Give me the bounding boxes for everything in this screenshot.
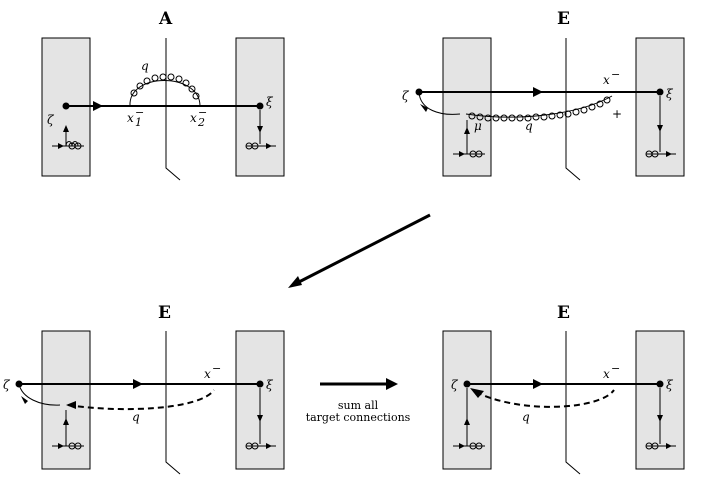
final-state-cut	[565, 38, 581, 181]
gluon-momentum-label: q	[522, 410, 530, 424]
panel-e-bottom-left: E ζ ξ x − q	[3, 303, 285, 475]
panel-e-bottom-right: E ζ ξ x − q	[442, 303, 685, 475]
x1-label: x − 1	[127, 106, 144, 129]
gluon-momentum-label: q	[132, 410, 140, 424]
svg-text:x: x	[127, 111, 134, 125]
wilson-line-arrow	[133, 379, 143, 389]
svg-text:−: −	[198, 106, 207, 119]
svg-text:2: 2	[197, 116, 205, 129]
panel-e-top: E ζ ξ x − μ q +	[402, 9, 685, 181]
left-target-connector	[453, 388, 485, 450]
x-minus-label: x −	[603, 68, 620, 87]
exchanged-gluon	[465, 95, 613, 118]
x-minus-label: x −	[603, 362, 620, 381]
dashed-line-arrow	[470, 388, 484, 398]
xi-label: ξ	[666, 87, 674, 101]
zeta-vertex	[463, 380, 471, 388]
wilson-line-arrow	[533, 379, 543, 389]
recoil-arrow	[420, 104, 428, 112]
final-state-cut	[165, 38, 181, 181]
right-target-connector	[645, 388, 676, 450]
left-target-block	[442, 37, 492, 177]
svg-text:1: 1	[135, 116, 142, 129]
panel-e-bottom-left-title: E	[158, 303, 171, 323]
flow-arrow	[288, 213, 431, 288]
svg-text:−: −	[611, 362, 620, 375]
recoil-arrow	[21, 396, 28, 404]
left-target-connector	[52, 410, 84, 450]
wilson-line-arrow	[93, 101, 103, 111]
xi-vertex	[256, 380, 264, 388]
xi-vertex	[656, 380, 664, 388]
xi-vertex	[256, 102, 264, 110]
panel-e-top-title: E	[557, 9, 570, 29]
right-target-connector	[245, 388, 276, 450]
exchanged-gluon-dashed	[67, 389, 215, 411]
exchanged-gluon-dashed	[475, 389, 615, 408]
svg-text:−: −	[212, 362, 221, 375]
right-target-connector	[245, 110, 276, 150]
svg-text:x: x	[204, 367, 211, 381]
zeta-label: ζ	[402, 89, 410, 103]
zeta-label: ζ	[47, 113, 55, 127]
mu-label: μ	[474, 119, 482, 133]
zeta-vertex	[62, 102, 70, 110]
zeta-label: ζ	[451, 378, 459, 392]
sum-transition: sum all target connections	[306, 378, 411, 424]
left-target-connector	[453, 120, 485, 158]
final-state-cut	[165, 331, 181, 475]
final-state-cut	[565, 331, 581, 475]
x-minus-label: x −	[204, 362, 221, 381]
panel-e-bottom-right-title: E	[557, 303, 570, 323]
xi-label: ξ	[266, 378, 274, 392]
gluon-momentum-label: q	[141, 59, 149, 73]
xi-label: ξ	[666, 378, 674, 392]
svg-text:x: x	[603, 367, 610, 381]
left-target-connector	[52, 125, 84, 150]
wilson-line-arrow	[533, 87, 543, 97]
svg-text:x: x	[190, 111, 197, 125]
gluon-momentum-label: q	[525, 119, 533, 133]
xi-label: ξ	[266, 95, 274, 109]
gluon-loop	[129, 80, 201, 107]
zeta-label: ζ	[3, 378, 11, 392]
transition-caption-line2: target connections	[306, 411, 411, 424]
panel-a-title: A	[158, 9, 173, 29]
x2-label: x − 2	[190, 106, 207, 129]
right-target-connector	[645, 96, 676, 158]
xi-vertex	[656, 88, 664, 96]
dashed-line-arrow	[66, 401, 76, 409]
plus-label: +	[612, 107, 622, 121]
gluon-coils	[130, 73, 200, 100]
svg-text:−: −	[135, 106, 144, 119]
gluon-coils	[468, 96, 611, 122]
left-target-block	[41, 330, 91, 470]
svg-text:−: −	[611, 68, 620, 81]
transition-caption-line1: sum all	[338, 399, 379, 412]
panel-a: A q ζ ξ x − 1 x − 2	[41, 9, 285, 181]
recoil-curve	[18, 383, 61, 406]
recoil-curve	[418, 91, 461, 115]
svg-text:x: x	[603, 73, 610, 87]
